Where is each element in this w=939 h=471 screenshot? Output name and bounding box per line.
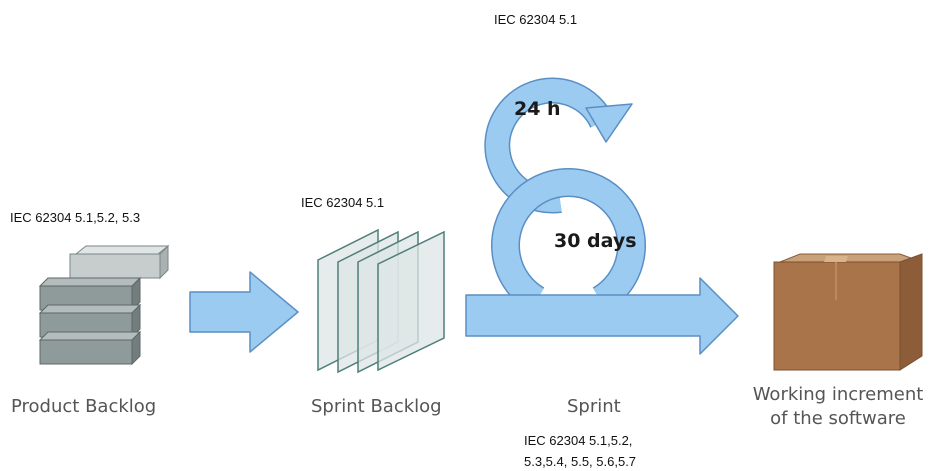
sprint-caption: Sprint (567, 396, 621, 417)
flow-arrow-1 (189, 271, 299, 353)
product-backlog-caption: Product Backlog (11, 396, 157, 417)
daily-cycle-label: 24 h (514, 98, 561, 120)
product-backlog-icon (38, 244, 170, 366)
sprint-backlog-icon (317, 228, 445, 374)
product-backlog-standard-label: IEC 62304 5.1,5.2, 5.3 (10, 210, 141, 225)
sprint-backlog-caption: Sprint Backlog (311, 396, 442, 417)
top-standard-label: IEC 62304 5.1 (494, 12, 578, 27)
working-increment-icon (773, 253, 923, 371)
sprint-cycle-label: 30 days (554, 230, 637, 252)
sprint-standard-label-line2: 5.3,5.4, 5.5, 5.6,5.7 (524, 454, 637, 469)
working-increment-caption-line2: of the software (770, 408, 906, 429)
sprint-backlog-standard-label: IEC 62304 5.1 (301, 195, 385, 210)
sprint-cycle-icon (465, 77, 739, 355)
working-increment-caption-line1: Working increment (752, 384, 924, 405)
sprint-standard-label-line1: IEC 62304 5.1,5.2, (524, 433, 633, 448)
